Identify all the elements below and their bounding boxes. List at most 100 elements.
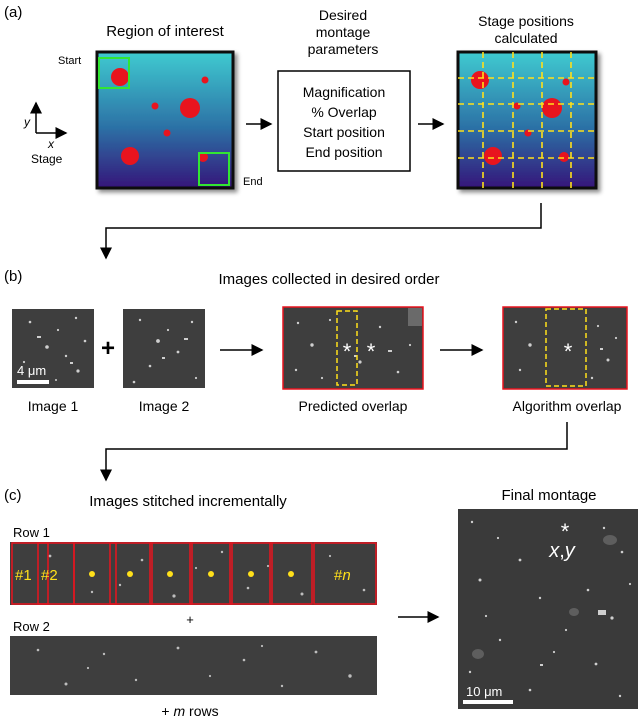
particle [180,98,200,118]
feature-asterisk-duplicate: * [367,339,376,364]
predicted-overlap-region [336,310,358,386]
panel-c-letter: (c) [4,487,22,504]
coord-x: x [548,540,560,562]
tile-marker [89,571,95,577]
tile-frame [189,542,233,605]
grid-dashed-lines [458,52,596,188]
micrograph [123,309,205,388]
row-2-label: Row 2 [13,619,50,634]
row-1-strip [10,542,377,605]
micrograph [502,306,628,390]
image-1-tile [12,309,94,388]
stage-label: Stage [31,152,63,166]
param-end-position: End position [305,144,382,160]
row-1-background [10,542,377,605]
grain [472,649,484,659]
end-label: End [243,176,263,188]
params-title-line3: parameters [308,41,379,57]
param-start-position: Start position [303,124,385,140]
coord-sep: , [559,540,565,562]
start-label: Start [58,55,81,67]
panel-a-letter: (a) [4,4,22,21]
particle [201,76,209,84]
plus-sign: + [101,335,115,362]
coord-y: y [563,540,576,562]
particle [121,147,139,165]
particle [562,78,570,86]
micrograph [282,306,424,390]
more-rows-prefix: + [161,703,173,719]
connector-b-to-c [100,422,568,482]
calc-title-line1: Stage positions [478,13,574,29]
tile-frame [229,542,273,605]
montage-scale-bar [463,700,513,704]
panel-c-title: Images stitched incrementally [89,493,287,510]
particle [111,68,129,86]
tile-1-label: #1 [15,567,32,584]
algorithm-overlap-label: Algorithm overlap [513,398,622,414]
tile-marker [288,571,294,577]
panel-b-letter: (b) [4,268,22,285]
params-title-line1: Desired [319,7,367,23]
param-overlap: % Overlap [311,104,377,120]
params-box [277,70,411,172]
y-axis-label: y [23,115,31,129]
row-2-background [10,636,377,695]
tile-marker [127,571,133,577]
grain [569,608,579,616]
image-2-label: Image 2 [139,398,190,414]
calc-title-line2: calculated [494,30,557,46]
scale-bar [17,380,49,384]
final-montage-image [458,509,638,709]
tile-frame [149,542,193,605]
row-2-strip [10,636,377,695]
tile-n-label: #n [334,567,351,584]
particle [559,152,569,162]
stage-positions-grid [456,50,598,190]
grain [603,535,617,545]
tile-marker [208,571,214,577]
micrograph [12,309,94,388]
algorithm-overlap-region [545,308,587,387]
tile-frame [269,542,313,605]
particle [484,147,502,165]
image-1-label: Image 1 [28,398,79,414]
particle [151,102,159,110]
row-1-label: Row 1 [13,525,50,540]
roi-title: Region of interest [106,23,224,40]
tile-marker [167,571,173,577]
more-rows-label: + m rows [161,703,218,719]
grain [408,308,422,326]
final-montage-title: Final montage [501,487,596,504]
end-frame [198,152,230,186]
more-rows-suffix: rows [185,703,218,719]
particle [163,129,171,137]
x-axis-label: x [47,137,55,151]
connector-a-to-b [100,203,542,260]
calc-sample-area [456,50,598,190]
tile-frame [73,542,117,605]
param-magnification: Magnification [303,84,386,100]
predicted-overlap-label: Predicted overlap [299,398,408,414]
particle [542,98,562,118]
stage-axes: y x Stage [23,101,68,166]
region-of-interest [95,50,235,190]
params-title-line2: montage [316,24,371,40]
tile-marker [248,571,254,577]
tile-frame [11,542,49,605]
more-rows-var: m [173,703,185,719]
tile-frame [313,542,377,605]
tile-n-prefix: # [334,567,343,584]
feature-asterisk-aligned: * [564,339,573,364]
montage-scale-label: 10 μm [466,684,502,699]
montage-asterisk: * [561,519,570,544]
row-plus: + [186,612,194,627]
feature-asterisk: * [343,339,352,364]
start-frame [98,57,130,89]
panel-b-title: Images collected in desired order [219,271,440,288]
montage-coordinates: x,y [548,540,576,562]
particle [471,71,489,89]
predicted-overlap-image [282,306,424,390]
particle [198,152,208,162]
